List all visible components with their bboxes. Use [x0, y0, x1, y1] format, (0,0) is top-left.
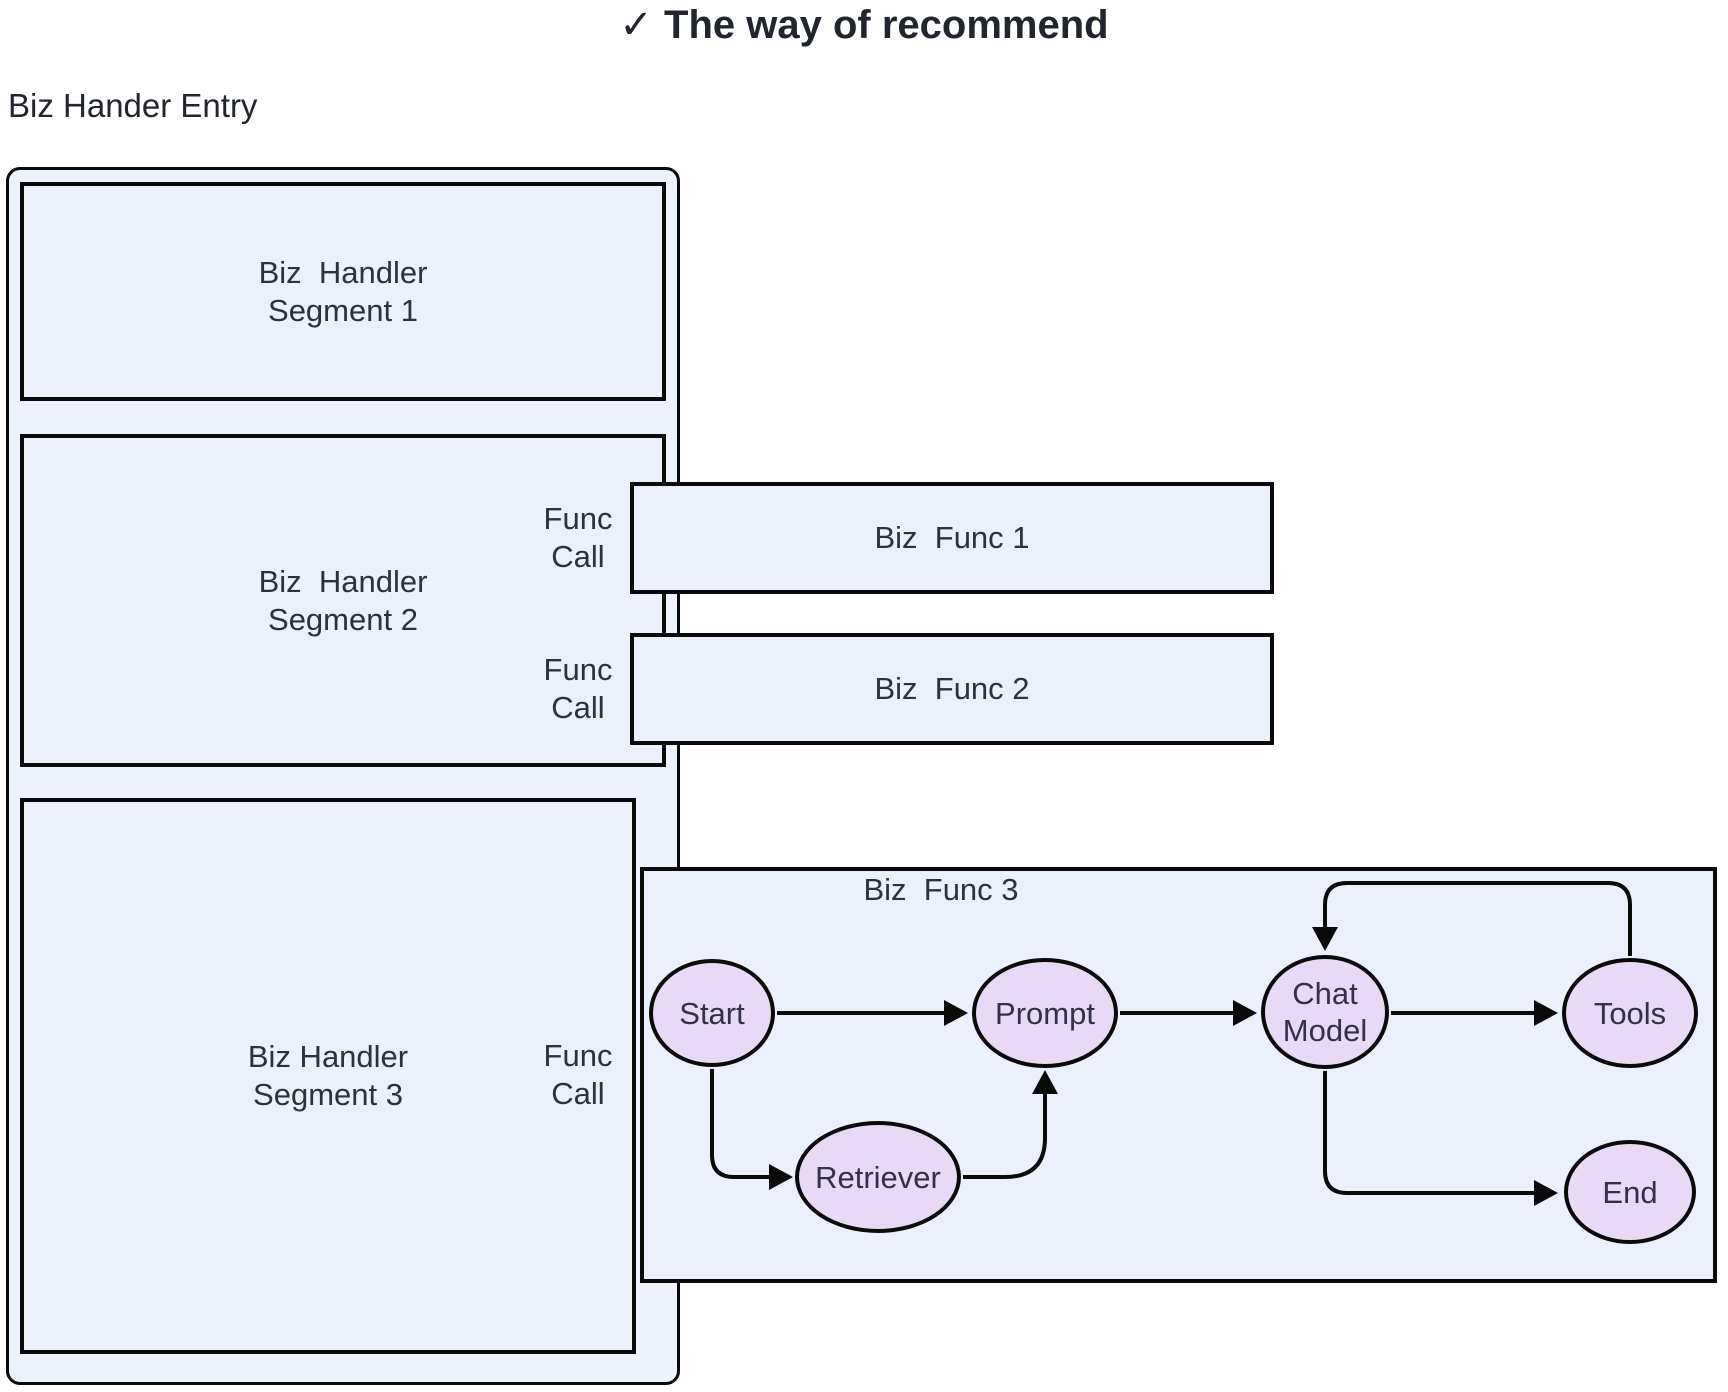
node-retriever-label: Retriever [815, 1159, 941, 1195]
biz-handler-segment-1-label: Biz Handler Segment 1 [258, 254, 428, 328]
page-title: ✓ The way of recommend [619, 3, 1109, 47]
node-tools: Tools [1562, 958, 1698, 1068]
biz-handler-segment-2-box: Biz Handler Segment 2 [20, 434, 666, 767]
biz-func-1-label: Biz Func 1 [874, 520, 1030, 555]
biz-func-2-label: Biz Func 2 [874, 671, 1030, 706]
biz-handler-segment-2-label: Biz Handler Segment 2 [258, 563, 428, 637]
biz-func-1-box: Biz Func 1 [630, 482, 1274, 594]
node-prompt: Prompt [972, 958, 1118, 1068]
node-retriever: Retriever [795, 1121, 961, 1233]
func-call-label-3: Func Call [543, 1038, 613, 1111]
node-prompt-label: Prompt [995, 995, 1095, 1031]
node-end: End [1564, 1140, 1696, 1244]
biz-handler-segment-1-box: Biz Handler Segment 1 [20, 182, 666, 401]
biz-func-2-box: Biz Func 2 [630, 633, 1274, 745]
node-end-label: End [1602, 1174, 1658, 1210]
biz-handler-segment-3-label: Biz Handler Segment 3 [247, 1039, 409, 1112]
node-tools-label: Tools [1593, 995, 1667, 1031]
biz-func-3-box [640, 867, 1717, 1283]
func-call-label-1: Func Call [543, 501, 613, 574]
func-call-label-2: Func Call [543, 652, 613, 725]
node-start-label: Start [679, 995, 745, 1031]
biz-func-3-label: Biz Func 3 [863, 872, 1019, 907]
biz-handler-entry-label: Biz Hander Entry [8, 87, 258, 124]
node-start: Start [649, 959, 775, 1067]
node-chat-model-label: Chat Model [1282, 976, 1368, 1048]
biz-handler-segment-3-box: Biz Handler Segment 3 [20, 798, 636, 1354]
node-chat-model: Chat Model [1261, 955, 1389, 1069]
